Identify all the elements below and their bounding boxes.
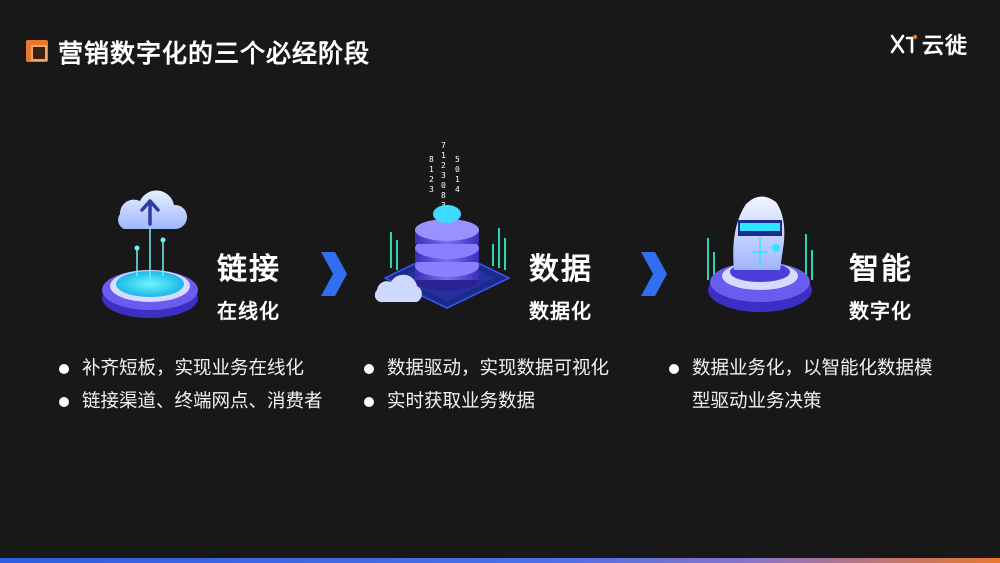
svg-text:8 1 2 3: 8 1 2 3 <box>429 155 439 194</box>
stage-subtitle-connect: 在线化 <box>217 299 280 323</box>
digit: 1 <box>441 151 446 160</box>
svg-text:5 0 1 4: 5 0 1 4 <box>455 155 465 194</box>
chevron-right-icon <box>321 252 347 296</box>
digit: 1 <box>429 165 434 174</box>
cloud-upload-icon <box>102 190 198 318</box>
title-square-icon <box>26 40 48 62</box>
list-item-continuation: 型驱动业务决策 <box>692 391 822 412</box>
digit: 1 <box>455 175 460 184</box>
stage-subtitle-data: 数据化 <box>529 299 592 323</box>
digit: 3 <box>441 171 446 180</box>
bottom-gradient-bar <box>0 558 1000 563</box>
digit: 2 <box>429 175 434 184</box>
stage-title-connect: 链接 <box>217 252 281 287</box>
list-item: 补齐短板，实现业务在线化 <box>58 352 323 385</box>
stage-bullets-connect: 补齐短板，实现业务在线化 链接渠道、终端网点、消费者 <box>58 352 323 418</box>
digit-rain: 8 1 2 3 7 1 2 3 0 8 3 5 0 1 4 <box>429 141 465 210</box>
list-item: 链接渠道、终端网点、消费者 <box>58 385 323 418</box>
database-icon: 8 1 2 3 7 1 2 3 0 8 3 5 0 1 4 <box>375 141 511 309</box>
digit: 7 <box>441 141 446 150</box>
brand-mark-icon <box>890 34 918 54</box>
stage-title-intelligence: 智能 <box>849 252 913 287</box>
digit: 5 <box>455 155 460 164</box>
digit: 2 <box>441 161 446 170</box>
stage-bullets-data: 数据驱动，实现数据可视化 实时获取业务数据 <box>363 352 609 418</box>
digit: 3 <box>429 185 434 194</box>
robot-head-icon <box>707 196 813 312</box>
chevron-right-icon <box>641 252 667 296</box>
digit: 4 <box>455 185 460 194</box>
svg-text:7 1 2 3: 7 1 2 3 0 8 3 <box>441 141 451 210</box>
page-title: 营销数字化的三个必经阶段 <box>58 39 371 68</box>
brand-name: 云徙 <box>921 34 968 59</box>
digit: 8 <box>429 155 434 164</box>
digit: 0 <box>455 165 460 174</box>
digit: 8 <box>441 191 446 200</box>
digit: 0 <box>441 181 446 190</box>
stage-title-data: 数据 <box>529 252 593 287</box>
stage-subtitle-intelligence: 数字化 <box>849 299 912 323</box>
list-item: 数据驱动，实现数据可视化 <box>363 352 609 385</box>
stage-bullets-intelligence: 数据业务化，以智能化数据模 型驱动业务决策 <box>668 352 933 418</box>
list-item: 实时获取业务数据 <box>363 385 609 418</box>
brand-logo: 云徙 <box>890 28 968 60</box>
list-item: 数据业务化，以智能化数据模 <box>668 352 933 385</box>
